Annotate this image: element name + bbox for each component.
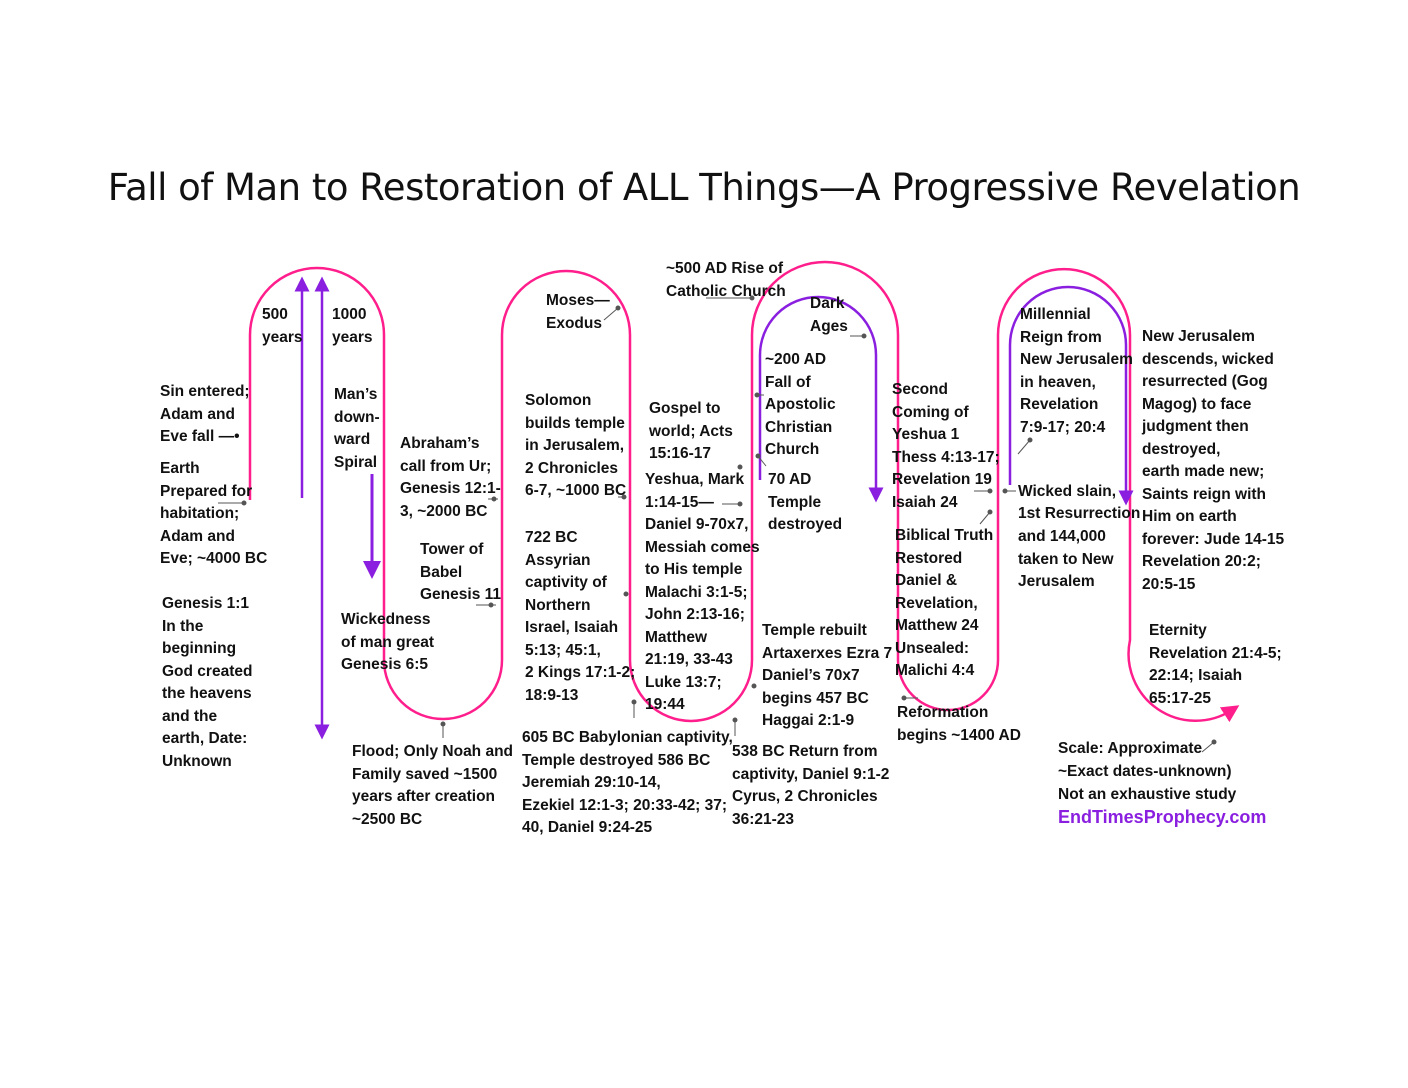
pointer-lines — [218, 295, 1217, 753]
label-wickedness: Wickedness of man great Genesis 6:5 — [341, 611, 435, 673]
label-gospel: Gospel to world; Acts 15:16-17 — [649, 400, 733, 462]
label-moses: Moses— Exodus — [546, 292, 610, 332]
label-1000-years: 1000 years — [332, 306, 373, 346]
site-link[interactable]: EndTimesProphecy.com — [1058, 807, 1267, 827]
label-solomon: Solomon builds temple in Jerusalem, 2 Ch… — [525, 392, 627, 499]
label-500-years: 500 years — [262, 306, 303, 346]
label-temple-destroyed: 70 AD Temple destroyed — [768, 471, 843, 533]
label-eternity: Eternity Revelation 21:4-5; 22:14; Isaia… — [1149, 622, 1282, 707]
label-sin-entered: Sin entered; Adam and Eve fall —• — [160, 383, 250, 445]
dark-ages-loop — [758, 295, 884, 503]
millennial-loop — [1008, 285, 1134, 506]
label-millennial-reign: Millennial Reign from New Jerusalem in h… — [1020, 306, 1133, 436]
label-flood: Flood; Only Noah and Family saved ~1500 … — [352, 743, 514, 828]
label-new-jerusalem: New Jerusalem descends, wicked resurrect… — [1142, 328, 1285, 593]
label-first-resurrection: 1st Resurrection — [1018, 505, 1141, 522]
label-babylonian: 605 BC Babylonian captivity, Temple dest… — [522, 729, 733, 836]
label-apostolic-church: ~200 AD Fall of Apostolic Christian Chur… — [765, 351, 836, 458]
timeline-path — [248, 260, 1240, 723]
label-assyrian: 722 BC Assyrian captivity of Northern Is… — [525, 529, 636, 704]
label-exact-dates: ~Exact dates-unknown) Not an exhaustive … — [1058, 763, 1237, 803]
label-genesis-creation: Genesis 1:1 In the beginning God created… — [162, 595, 253, 770]
label-144000: and 144,000 taken to New Jerusalem — [1018, 528, 1114, 590]
label-dark-ages: Dark Ages — [810, 295, 848, 335]
label-earth-prepared: Earth Prepared for habitation; Adam and … — [160, 460, 268, 567]
label-downward-spiral: Man’s down- ward Spiral — [334, 386, 380, 471]
label-babel: Tower of Babel Genesis 11 — [420, 541, 502, 603]
label-biblical-truth: Biblical Truth Restored Daniel & Revelat… — [895, 527, 994, 679]
label-scale: Scale: Approximate — [1058, 740, 1203, 757]
label-catholic-church: ~500 AD Rise of Catholic Church — [666, 260, 786, 300]
label-return-captivity: 538 BC Return from captivity, Daniel 9:1… — [732, 743, 890, 828]
label-abraham: Abraham’s call from Ur; Genesis 12:1- 3,… — [400, 435, 501, 520]
label-temple-rebuilt: Temple rebuilt Artaxerxes Ezra 7 Daniel’… — [762, 622, 893, 729]
label-yeshua-messiah: Yeshua, Mark 1:14-15— Daniel 9-70x7, Mes… — [645, 471, 760, 713]
label-reformation: Reformation begins ~1400 AD — [897, 704, 1021, 744]
label-second-coming: Second Coming of Yeshua 1 Thess 4:13-17;… — [892, 381, 1000, 511]
label-wicked-slain: Wicked slain, — [1018, 483, 1117, 500]
page-title: Fall of Man to Restoration of ALL Things… — [107, 166, 1301, 209]
